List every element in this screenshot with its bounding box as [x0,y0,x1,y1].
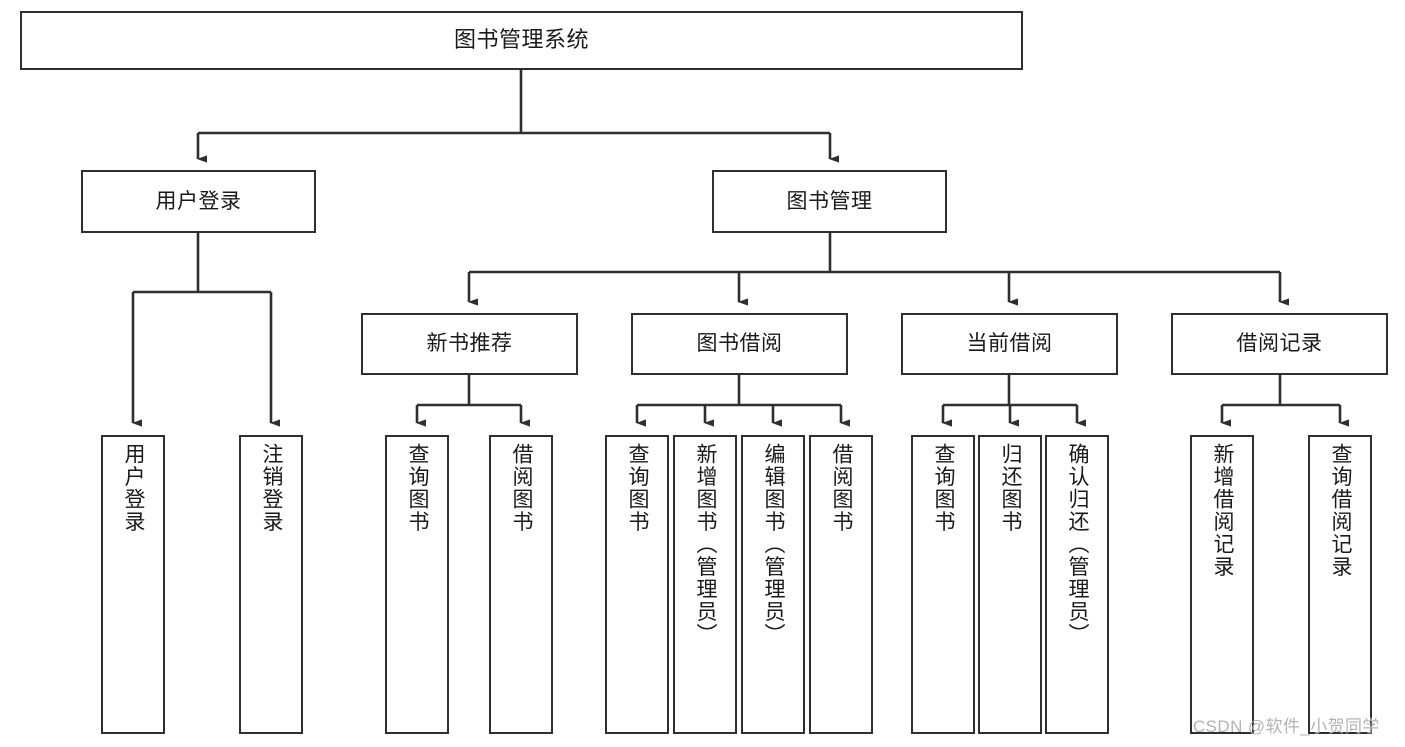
node-leaf-edit-book[interactable]: 编辑图书（管理员） [741,435,805,734]
node-leaf-confirm-return[interactable]: 确认归还（管理员） [1045,435,1109,734]
node-leaf-query-book-1-label: 查询图书 [405,443,429,533]
node-leaf-add-record-label: 新增借阅记录 [1210,443,1234,578]
node-leaf-query-book-2[interactable]: 查询图书 [605,435,669,734]
node-leaf-query-record-label: 查询借阅记录 [1328,443,1352,578]
node-leaf-add-record[interactable]: 新增借阅记录 [1190,435,1254,734]
node-leaf-add-book-label: 新增图书（管理员） [693,443,717,646]
node-leaf-confirm-return-label: 确认归还（管理员） [1065,443,1089,646]
node-leaf-borrow-book-1-label: 借阅图书 [509,443,533,533]
node-current-borrow[interactable]: 当前借阅 [901,313,1118,375]
csdn-watermark: CSDN @软件_小贺同学 [1193,717,1380,736]
node-leaf-user-login[interactable]: 用户登录 [101,435,165,734]
node-book-borrow[interactable]: 图书借阅 [631,313,848,375]
node-book-borrow-label: 图书借阅 [696,332,783,356]
node-leaf-query-record[interactable]: 查询借阅记录 [1308,435,1372,734]
node-leaf-borrow-book-2[interactable]: 借阅图书 [809,435,873,734]
node-borrow-record[interactable]: 借阅记录 [1171,313,1388,375]
node-leaf-logout-login[interactable]: 注销登录 [239,435,303,734]
node-leaf-borrow-book-1[interactable]: 借阅图书 [489,435,553,734]
node-leaf-query-book-3[interactable]: 查询图书 [911,435,975,734]
node-leaf-return-book[interactable]: 归还图书 [978,435,1042,734]
node-leaf-query-book-2-label: 查询图书 [625,443,649,533]
node-book-manage[interactable]: 图书管理 [712,170,947,233]
node-leaf-borrow-book-2-label: 借阅图书 [829,443,853,533]
node-root-label: 图书管理系统 [453,27,589,53]
node-leaf-logout-login-label: 注销登录 [259,443,283,533]
node-current-borrow-label: 当前借阅 [966,332,1053,356]
node-root[interactable]: 图书管理系统 [20,11,1023,70]
node-leaf-return-book-label: 归还图书 [998,443,1022,533]
node-new-book-recommend-label: 新书推荐 [426,332,513,356]
node-leaf-query-book-3-label: 查询图书 [931,443,955,533]
node-new-book-recommend[interactable]: 新书推荐 [361,313,578,375]
node-leaf-user-login-label: 用户登录 [121,443,145,533]
node-user-login-label: 用户登录 [155,189,242,213]
node-leaf-add-book[interactable]: 新增图书（管理员） [673,435,737,734]
node-user-login[interactable]: 用户登录 [81,170,316,233]
node-leaf-query-book-1[interactable]: 查询图书 [385,435,449,734]
node-borrow-record-label: 借阅记录 [1236,332,1323,356]
node-book-manage-label: 图书管理 [786,189,873,213]
node-leaf-edit-book-label: 编辑图书（管理员） [761,443,785,646]
